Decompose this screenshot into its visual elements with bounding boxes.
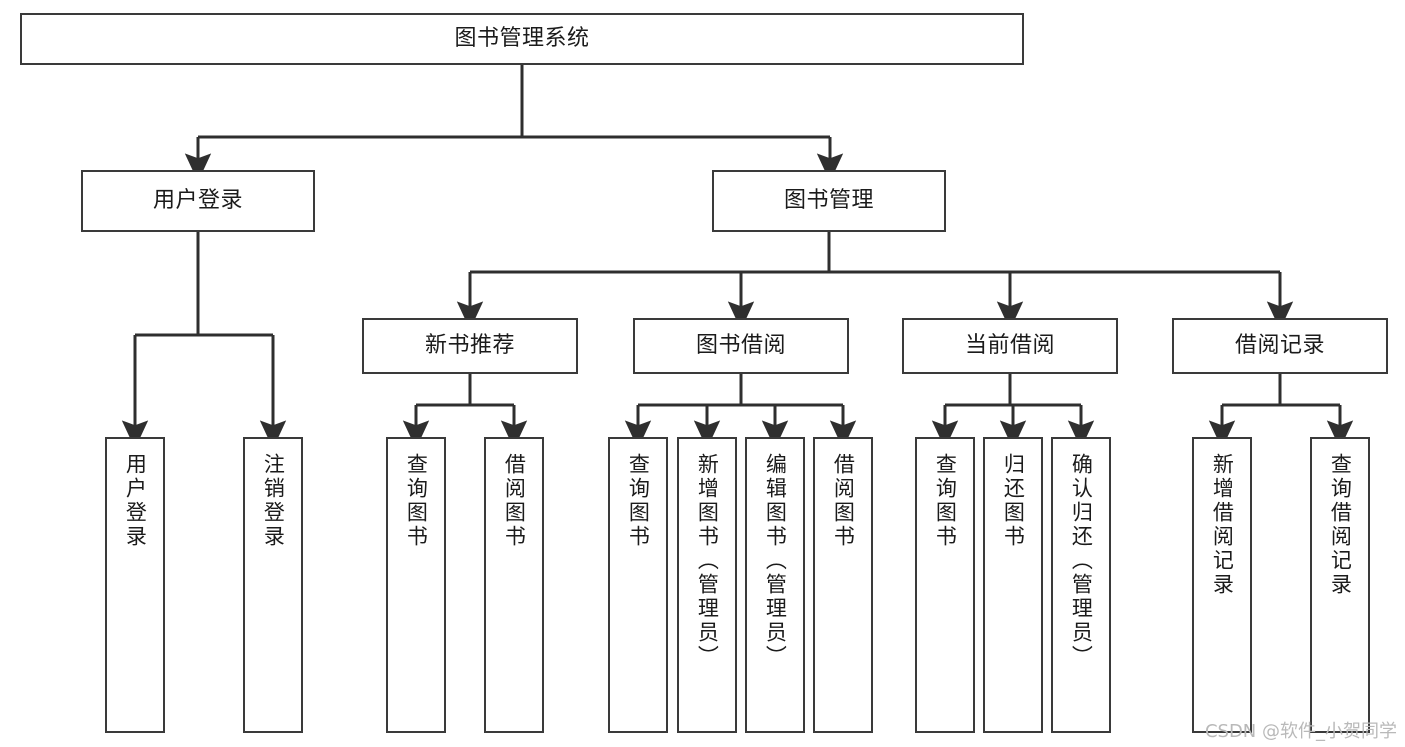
node-leaf-edit-book-label: 编辑图书（管理员） <box>763 453 788 669</box>
node-root[interactable]: 图书管理系统 <box>20 13 1024 65</box>
node-book-manage[interactable]: 图书管理 <box>712 170 946 232</box>
node-new-book-recommend[interactable]: 新书推荐 <box>362 318 578 374</box>
node-leaf-query-borrow-record[interactable]: 查询借阅记录 <box>1310 437 1370 733</box>
node-leaf-query-book-c[interactable]: 查询图书 <box>915 437 975 733</box>
node-leaf-return-book[interactable]: 归还图书 <box>983 437 1043 733</box>
node-leaf-query-book-a-label: 查询图书 <box>404 453 429 549</box>
node-leaf-confirm-return[interactable]: 确认归还（管理员） <box>1051 437 1111 733</box>
node-borrow-record[interactable]: 借阅记录 <box>1172 318 1388 374</box>
node-leaf-borrow-book-b-label: 借阅图书 <box>831 453 856 549</box>
node-leaf-confirm-return-label: 确认归还（管理员） <box>1069 453 1094 669</box>
node-user-login[interactable]: 用户登录 <box>81 170 315 232</box>
node-leaf-add-book[interactable]: 新增图书（管理员） <box>677 437 737 733</box>
node-root-label: 图书管理系统 <box>454 26 590 52</box>
node-book-manage-label: 图书管理 <box>783 188 874 214</box>
node-leaf-user-logout[interactable]: 注销登录 <box>243 437 303 733</box>
node-leaf-user-login[interactable]: 用户登录 <box>105 437 165 733</box>
node-book-borrow[interactable]: 图书借阅 <box>633 318 849 374</box>
node-leaf-user-login-label: 用户登录 <box>123 453 148 549</box>
node-leaf-borrow-book-a[interactable]: 借阅图书 <box>484 437 544 733</box>
node-leaf-query-book-b[interactable]: 查询图书 <box>608 437 668 733</box>
node-leaf-borrow-book-a-label: 借阅图书 <box>502 453 527 549</box>
node-leaf-return-book-label: 归还图书 <box>1001 453 1026 549</box>
node-leaf-borrow-book-b[interactable]: 借阅图书 <box>813 437 873 733</box>
node-leaf-user-logout-label: 注销登录 <box>261 453 286 549</box>
node-leaf-query-book-a[interactable]: 查询图书 <box>386 437 446 733</box>
node-leaf-query-borrow-record-label: 查询借阅记录 <box>1328 453 1353 597</box>
node-borrow-record-label: 借阅记录 <box>1234 333 1325 359</box>
node-leaf-query-book-b-label: 查询图书 <box>626 453 651 549</box>
node-leaf-add-borrow-record[interactable]: 新增借阅记录 <box>1192 437 1252 733</box>
node-leaf-add-book-label: 新增图书（管理员） <box>695 453 720 669</box>
node-current-borrow-label: 当前借阅 <box>964 333 1055 359</box>
node-new-book-recommend-label: 新书推荐 <box>424 333 515 359</box>
node-current-borrow[interactable]: 当前借阅 <box>902 318 1118 374</box>
node-leaf-query-book-c-label: 查询图书 <box>933 453 958 549</box>
csdn-watermark: CSDN @软件_小贺同学 <box>1204 721 1397 742</box>
node-user-login-label: 用户登录 <box>152 188 243 214</box>
node-leaf-edit-book[interactable]: 编辑图书（管理员） <box>745 437 805 733</box>
node-book-borrow-label: 图书借阅 <box>695 333 786 359</box>
node-leaf-add-borrow-record-label: 新增借阅记录 <box>1210 453 1235 597</box>
